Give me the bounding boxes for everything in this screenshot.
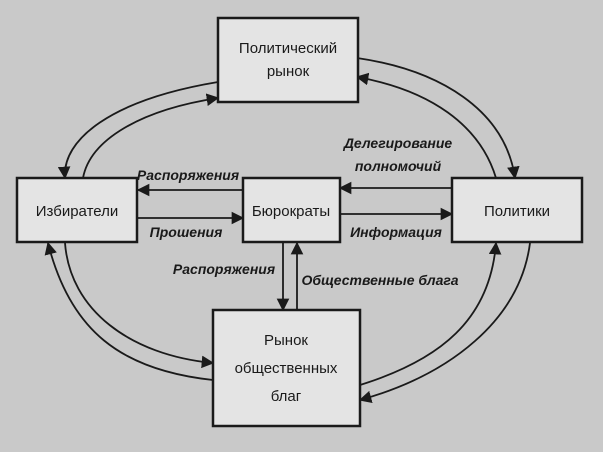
node-politicians: Политики <box>450 176 584 244</box>
label-orders-bottom: Распоряжения <box>173 261 275 277</box>
politicians-label: Политики <box>484 203 550 220</box>
goods-market-line-1: Рынок <box>264 332 308 349</box>
label-delegation-line-1: Делегирование <box>343 135 453 151</box>
bureaucrats-label: Бюрократы <box>252 203 330 220</box>
arrow-goods-market-to-politicians <box>359 241 502 386</box>
goods-market-line-3: благ <box>271 388 302 405</box>
political-market-line-2: рынок <box>267 63 310 80</box>
label-public-goods: Общественные блага <box>302 272 459 288</box>
arrow-goods-market-to-voters <box>44 241 214 381</box>
label-orders-top: Распоряжения <box>137 167 239 183</box>
node-bureaucrats: Бюрократы <box>241 176 342 244</box>
political-market-line-1: Политический <box>239 40 337 57</box>
node-public-goods-market: Рынок общественных благ <box>211 308 362 428</box>
arrow-voters-to-market <box>82 93 220 179</box>
goods-market-line-2: общественных <box>235 360 338 377</box>
arrow-market-to-voters <box>57 81 219 180</box>
label-requests: Прошения <box>150 224 223 240</box>
arrow-politicians-to-market <box>355 72 497 179</box>
arrow-voters-to-goods-market <box>64 242 215 369</box>
label-delegation-line-2: полномочий <box>355 158 442 174</box>
arrow-politicians-to-goods-market <box>358 242 531 404</box>
node-voters: Избиратели <box>15 176 139 244</box>
label-information: Информация <box>350 224 442 240</box>
node-political-market: Политический рынок <box>216 16 360 104</box>
arrow-market-to-politicians <box>356 57 520 180</box>
voters-label: Избиратели <box>36 203 119 220</box>
